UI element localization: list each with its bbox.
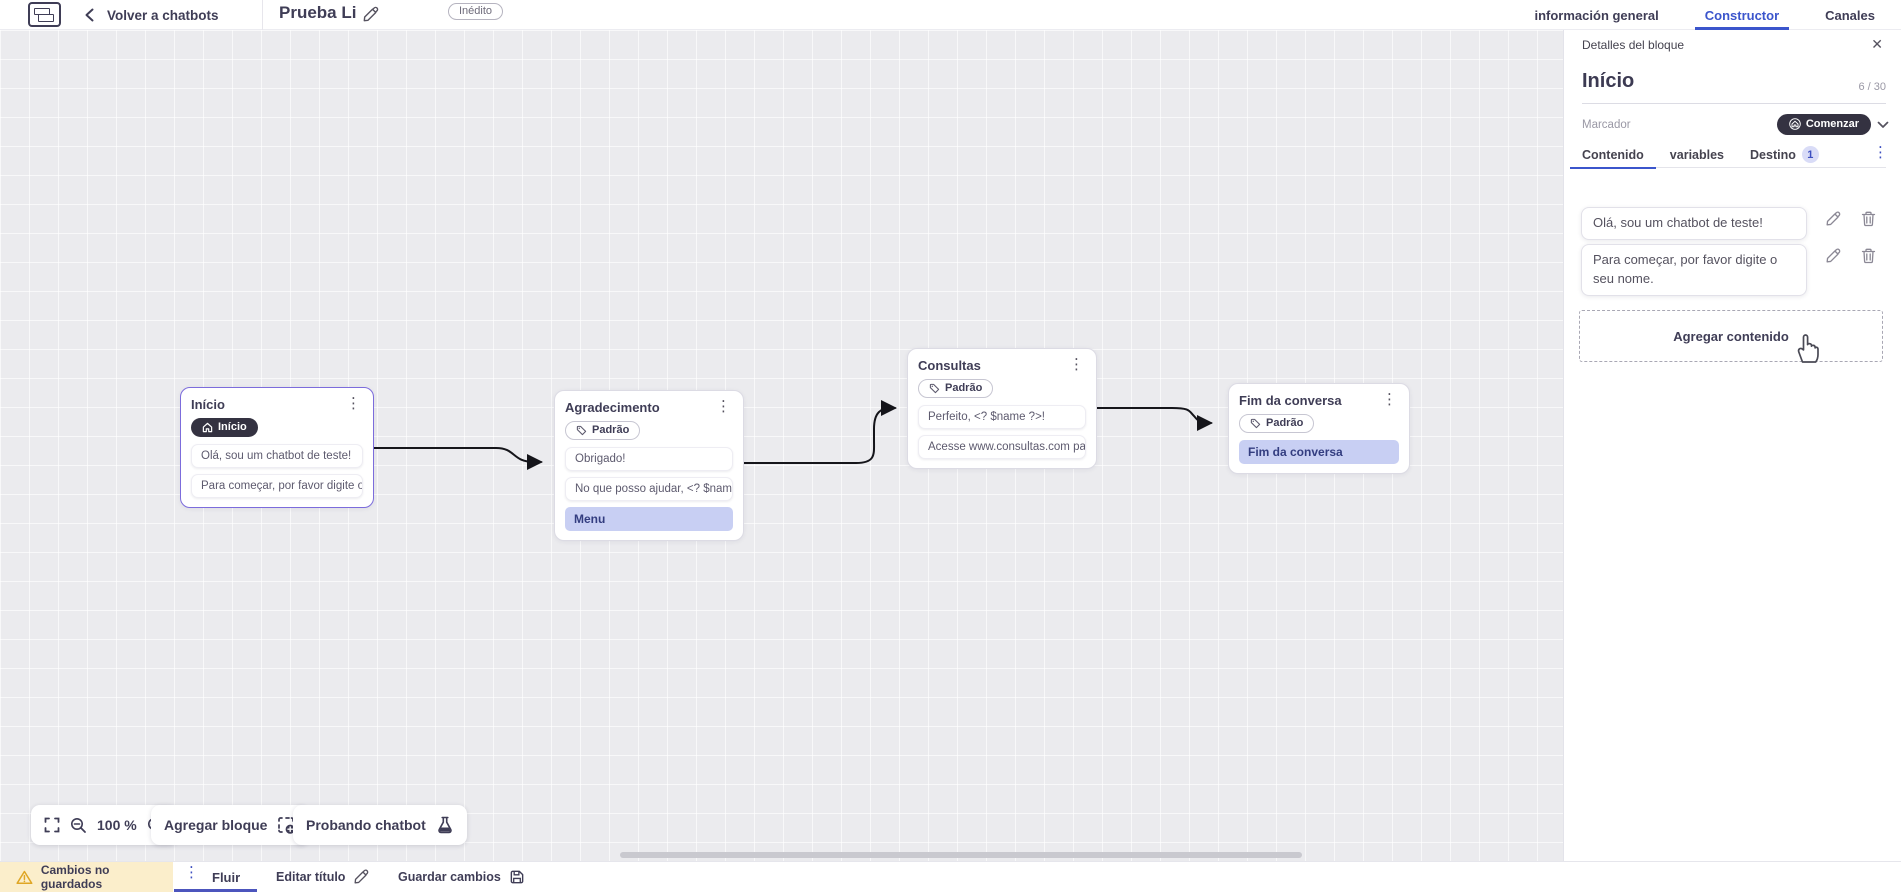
trash-icon[interactable] <box>1861 248 1876 264</box>
app-logo <box>28 2 61 27</box>
save-changes-button[interactable]: Guardar cambios <box>398 862 525 892</box>
content-item-2[interactable]: Para começar, por favor digite o seu nom… <box>1581 244 1807 296</box>
block-name-input[interactable]: Início 6 / 30 <box>1582 70 1886 104</box>
tab-fluir[interactable]: Fluir <box>212 869 241 885</box>
default-marker-badge: Padrão <box>1239 414 1315 433</box>
edge-agradecimento-consultas <box>742 400 897 464</box>
more-vertical-icon[interactable]: ⋮ <box>346 395 361 412</box>
add-block-label: Agregar bloque <box>164 817 268 833</box>
tag-icon <box>576 425 587 435</box>
back-to-chatbots-button[interactable]: Volver a chatbots <box>84 0 219 30</box>
more-vertical-icon[interactable]: ⋮ <box>1873 144 1888 161</box>
edit-title-icon[interactable] <box>362 6 379 23</box>
node-title: Agradecimento <box>565 400 660 415</box>
warning-icon <box>16 870 33 884</box>
fullscreen-icon[interactable] <box>44 817 60 833</box>
node-link-menu[interactable]: Menu <box>565 506 733 531</box>
tab-destino[interactable]: Destino 1 <box>1750 142 1819 168</box>
edge-consultas-fim <box>1096 407 1213 431</box>
status-badge: Inédito <box>448 3 504 20</box>
trash-icon[interactable] <box>1861 211 1876 227</box>
add-block-button[interactable]: Agregar bloque <box>151 805 310 845</box>
chevron-down-icon[interactable] <box>1877 121 1889 129</box>
tab-variables[interactable]: variables <box>1669 147 1725 162</box>
default-marker-badge: Padrão <box>565 421 641 440</box>
marker-select[interactable]: Comenzar <box>1776 114 1871 135</box>
tag-icon <box>929 383 940 393</box>
node-message: Olá, sou um chatbot de teste! <box>191 443 363 468</box>
tag-icon <box>1250 418 1261 428</box>
node-link-end[interactable]: Fim da conversa <box>1239 439 1399 464</box>
node-title: Fim da conversa <box>1239 393 1342 408</box>
top-tabs: información general Constructor Canales <box>1528 0 1881 30</box>
node-message: No que posso ajudar, <? $name ... <box>565 476 733 501</box>
node-message: Perfeito, <? $name ?>! <box>918 404 1086 429</box>
zoom-level: 100 % <box>97 817 137 833</box>
node-inicio[interactable]: Início ⋮ Início Olá, sou um chatbot de t… <box>180 387 374 508</box>
chevron-left-icon <box>85 8 94 22</box>
flow-canvas[interactable]: Início ⋮ Início Olá, sou um chatbot de t… <box>0 30 1563 861</box>
more-vertical-icon[interactable]: ⋮ <box>1382 391 1397 408</box>
tab-informacion-general[interactable]: información general <box>1534 7 1659 23</box>
back-label: Volver a chatbots <box>107 7 219 23</box>
pencil-icon <box>354 869 369 884</box>
panel-title: Detalles del bloque <box>1582 37 1685 52</box>
horizontal-scrollbar[interactable] <box>620 852 1302 858</box>
tab-canales[interactable]: Canales <box>1825 7 1875 23</box>
chatbot-title: Prueba Li <box>279 3 357 22</box>
home-icon <box>1789 118 1801 130</box>
node-message: Para começar, por favor digite o ... <box>191 473 363 498</box>
block-details-panel: Detalles del bloque ✕ Início 6 / 30 Marc… <box>1563 30 1901 861</box>
more-vertical-icon[interactable]: ⋮ <box>1069 356 1084 373</box>
close-icon[interactable]: ✕ <box>1871 36 1883 52</box>
tab-constructor[interactable]: Constructor <box>1694 0 1790 30</box>
edge-inicio-agradecimento <box>373 447 543 470</box>
node-agradecimento[interactable]: Agradecimento ⋮ Padrão Obrigado! No que … <box>554 390 744 541</box>
test-chatbot-button[interactable]: Probando chatbot <box>293 805 467 845</box>
block-name: Início <box>1582 70 1635 92</box>
node-consultas[interactable]: Consultas ⋮ Padrão Perfeito, <? $name ?>… <box>907 348 1097 469</box>
destino-count-badge: 1 <box>1801 146 1819 163</box>
home-icon <box>202 422 213 432</box>
edit-title-button[interactable]: Editar título <box>276 862 369 892</box>
node-title: Início <box>191 397 225 412</box>
tab-contenido[interactable]: Contenido <box>1570 142 1656 169</box>
char-counter: 6 / 30 <box>1858 81 1886 93</box>
add-content-button[interactable]: Agregar contenido <box>1579 310 1883 362</box>
node-message: Obrigado! <box>565 446 733 471</box>
more-vertical-icon[interactable]: ⋮ <box>716 398 731 415</box>
pencil-icon[interactable] <box>1825 211 1841 227</box>
zoom-out-icon[interactable] <box>70 817 87 834</box>
bottom-bar: Cambios no guardados ⋮ Fluir Editar títu… <box>0 861 1901 892</box>
pencil-icon[interactable] <box>1825 248 1841 264</box>
save-icon <box>510 870 524 884</box>
flask-icon <box>436 816 454 834</box>
content-item-1[interactable]: Olá, sou um chatbot de teste! <box>1581 207 1807 240</box>
node-message: Acesse www.consultas.com par... <box>918 434 1086 459</box>
unsaved-changes-banner: Cambios no guardados <box>0 862 173 892</box>
start-marker-badge: Início <box>191 418 258 437</box>
more-vertical-icon[interactable]: ⋮ <box>184 864 199 881</box>
test-chatbot-label: Probando chatbot <box>306 817 426 833</box>
node-title: Consultas <box>918 358 981 373</box>
node-fim-da-conversa[interactable]: Fim da conversa ⋮ Padrão Fim da conversa <box>1228 383 1410 474</box>
marker-label: Marcador <box>1582 118 1631 131</box>
topbar-divider <box>262 0 263 30</box>
panel-tabs: Contenido variables Destino 1 ⋮ <box>1570 142 1888 169</box>
top-bar: Volver a chatbots Prueba Li Inédito info… <box>0 0 1901 30</box>
default-marker-badge: Padrão <box>918 379 994 398</box>
